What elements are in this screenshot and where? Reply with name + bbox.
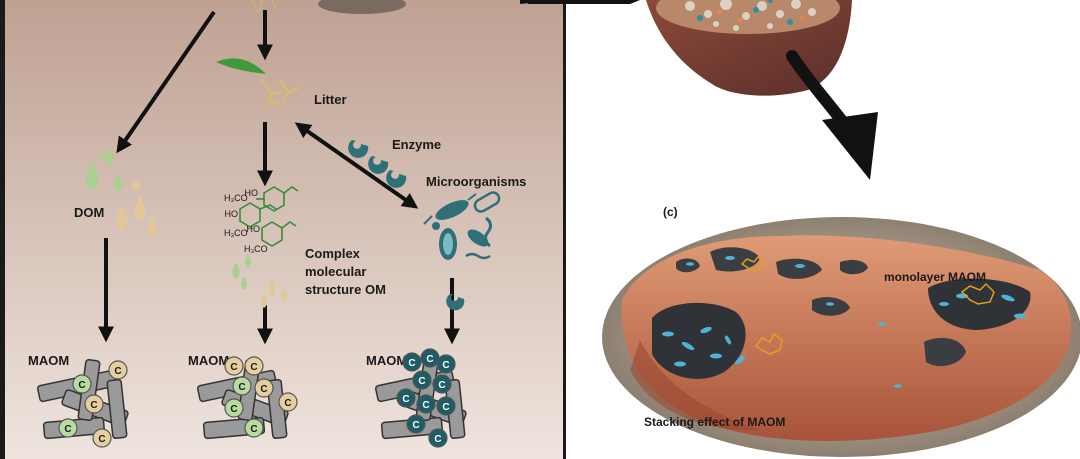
- soil-particles-top: [318, 0, 406, 14]
- monolayer-maom-label: monolayer MAOM: [884, 270, 986, 284]
- svg-text:C: C: [260, 384, 267, 395]
- litter-icon: [216, 58, 300, 108]
- carbon-bead: C: [254, 378, 274, 398]
- svg-text:C: C: [402, 394, 409, 405]
- carbon-bead: C: [92, 428, 112, 448]
- enzyme-label: Enzyme: [392, 137, 441, 152]
- svg-text:C: C: [250, 424, 257, 435]
- svg-text:C: C: [422, 400, 429, 411]
- carbon-bead: C: [278, 392, 298, 412]
- chem-h3co-top: H₃CO: [224, 193, 248, 203]
- carbon-bead: C: [402, 352, 422, 372]
- svg-text:C: C: [114, 366, 121, 377]
- svg-text:C: C: [78, 380, 85, 391]
- microorganisms-label: Microorganisms: [426, 174, 526, 189]
- svg-text:C: C: [434, 434, 441, 445]
- enzyme-icon: [348, 140, 407, 188]
- mineral-particle: [106, 378, 128, 440]
- svg-text:C: C: [64, 424, 71, 435]
- svg-text:C: C: [98, 434, 105, 445]
- carbon-bead: C: [84, 394, 104, 414]
- chem-ho-right: HO: [247, 224, 261, 234]
- carbon-bead: C: [244, 418, 264, 438]
- svg-text:C: C: [418, 376, 425, 387]
- lignin-structure-icon: [239, 186, 299, 247]
- svg-text:C: C: [408, 358, 415, 369]
- carbon-bead: C: [396, 388, 416, 408]
- stacking-maom-label: Stacking effect of MAOM: [644, 415, 785, 429]
- om-droplets-icon: [232, 254, 287, 308]
- chem-ho-mid: HO: [225, 209, 239, 219]
- chem-ho-top-right: HO: [245, 188, 259, 198]
- soil-core-sample: [646, 0, 852, 96]
- maom-label-om: MAOM: [188, 353, 229, 368]
- carbon-bead: C: [436, 396, 456, 416]
- carbon-bead: C: [436, 354, 456, 374]
- maom-label-dom: MAOM: [28, 353, 69, 368]
- root-fragments-top: [251, 0, 277, 13]
- chem-h3co-mid: H₃CO: [224, 228, 248, 238]
- svg-text:C: C: [284, 398, 291, 409]
- carbon-bead: C: [416, 394, 436, 414]
- carbon-bead: C: [244, 356, 264, 376]
- svg-text:C: C: [438, 380, 445, 391]
- carbon-bead: C: [72, 374, 92, 394]
- svg-text:C: C: [412, 420, 419, 431]
- carbon-bead: C: [224, 398, 244, 418]
- panel-c-label: (c): [663, 205, 678, 219]
- litter-label: Litter: [314, 92, 347, 107]
- complex-om-label-2: molecular: [305, 264, 366, 279]
- chem-h3co-right: H₃CO: [244, 244, 268, 254]
- carbon-bead: C: [428, 428, 448, 448]
- arrow-to-dom: [116, 10, 216, 154]
- carbon-bead: C: [412, 370, 432, 390]
- arrow-litter-microorganisms: [294, 122, 419, 209]
- soil-aggregate-dish: [602, 217, 1080, 457]
- microorganisms-icon: [423, 191, 501, 260]
- maom-label-microbe: MAOM: [366, 353, 407, 368]
- svg-text:C: C: [90, 400, 97, 411]
- svg-text:C: C: [442, 402, 449, 413]
- svg-text:C: C: [238, 382, 245, 393]
- zoom-arrow: [786, 50, 878, 180]
- svg-text:C: C: [230, 404, 237, 415]
- carbon-bead: C: [108, 360, 128, 380]
- carbon-bead: C: [224, 356, 244, 376]
- carbon-bead: C: [406, 414, 426, 434]
- carbon-bead: C: [232, 376, 252, 396]
- enzyme-small-icon: [446, 294, 465, 311]
- carbon-bead: C: [420, 348, 440, 368]
- svg-text:C: C: [250, 362, 257, 373]
- arrow-shaft-top: [528, 0, 640, 4]
- dom-droplets-icon: [86, 148, 157, 238]
- complex-om-label-1: Complex: [305, 246, 361, 261]
- svg-text:C: C: [426, 354, 433, 365]
- dom-label: DOM: [74, 205, 104, 220]
- carbon-bead: C: [58, 418, 78, 438]
- complex-om-label-3: structure OM: [305, 282, 386, 297]
- svg-text:C: C: [442, 360, 449, 371]
- svg-text:C: C: [230, 362, 237, 373]
- carbon-bead: C: [432, 374, 452, 394]
